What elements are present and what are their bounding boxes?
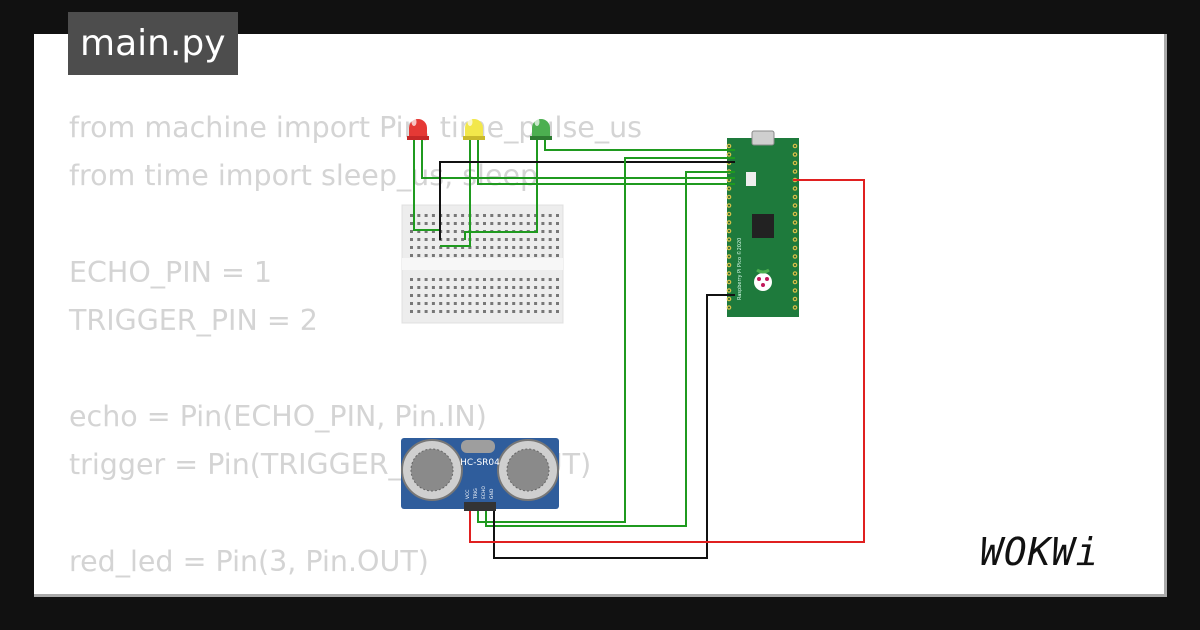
pico-pin-headers xyxy=(726,143,798,310)
wokwi-logo: WOKWi xyxy=(980,530,1100,574)
wire-green-led-lead xyxy=(464,140,538,240)
sensor-transducer-left xyxy=(401,439,463,501)
ultrasonic-sensor[interactable]: HC-SR04 VCC TRIG ECHO GND xyxy=(401,438,559,511)
code-line: echo = Pin(ECHO_PIN, Pin.IN) xyxy=(69,400,487,434)
code-line: yellow_led = Pin(4, Pin.OUT) xyxy=(69,586,642,594)
breadboard-holes xyxy=(410,214,559,313)
code-line: ECHO_PIN = 1 xyxy=(69,255,273,289)
wire-sensor-trig xyxy=(477,157,735,523)
breadboard xyxy=(401,204,564,324)
code-line: red_led = Pin(3, Pin.OUT) xyxy=(69,544,429,578)
wire-green-led-cathode xyxy=(544,140,735,151)
led-yellow[interactable] xyxy=(463,118,485,140)
file-tab-main[interactable]: main.py xyxy=(68,12,238,75)
sensor-pin-echo: ECHO xyxy=(481,486,487,499)
sensor-pin-labels: VCC TRIG ECHO GND xyxy=(465,486,495,500)
wire-red-led-lead xyxy=(413,140,440,231)
wire-sensor-echo xyxy=(485,171,735,527)
wire-sensor-gnd xyxy=(493,294,735,559)
sensor-pin-gnd: GND xyxy=(489,488,495,499)
code-line: TRIGGER_PIN = 2 xyxy=(69,303,318,337)
wires xyxy=(413,140,865,559)
sensor-transducer-right xyxy=(497,439,559,501)
wire-yellow-led-cathode xyxy=(477,140,735,185)
sensor-label: HC-SR04 xyxy=(460,458,500,468)
wire-yellow-led-lead xyxy=(440,140,471,247)
sensor-pin-trig: TRIG xyxy=(473,488,479,500)
led-green[interactable] xyxy=(530,118,552,140)
raspberry-pi-pico[interactable]: Raspberry Pi Pico ©2020 xyxy=(726,130,799,317)
led-red[interactable] xyxy=(407,118,429,140)
raspberry-logo-icon xyxy=(754,268,772,291)
sensor-pin-vcc: VCC xyxy=(465,490,471,499)
wire-red-led-cathode xyxy=(421,140,735,179)
pico-label: Raspberry Pi Pico ©2020 xyxy=(736,238,743,300)
wire-sensor-vcc xyxy=(469,179,865,543)
code-line: from time import sleep_us, sleep xyxy=(69,159,539,193)
wire-ground-black xyxy=(439,161,735,240)
